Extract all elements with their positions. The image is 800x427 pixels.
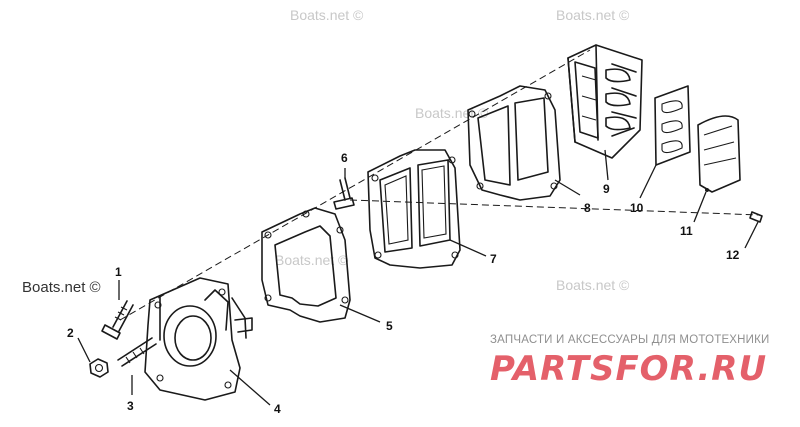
watermark-top-left: Boats.net © bbox=[290, 7, 364, 23]
watermark-middle-right: Boats.net © bbox=[556, 277, 630, 293]
callout-10: 10 bbox=[630, 201, 644, 215]
callout-4: 4 bbox=[274, 402, 281, 416]
part-8-gasket bbox=[467, 85, 561, 201]
part-4-manifold bbox=[144, 277, 253, 401]
part-9-reed-block bbox=[567, 44, 643, 159]
part-5-gasket bbox=[261, 207, 351, 323]
callout-7: 7 bbox=[490, 252, 497, 266]
part-3-stud bbox=[117, 337, 157, 367]
callout-11: 11 bbox=[680, 224, 693, 238]
part-1-screw bbox=[101, 300, 134, 340]
part-12-screw bbox=[749, 211, 763, 223]
callout-3: 3 bbox=[127, 399, 134, 413]
watermark-top-right: Boats.net © bbox=[556, 7, 630, 23]
watermark-middle-left: Boats.net © bbox=[22, 279, 101, 296]
partsfor-logo: ЗАПЧАСТИ И АКСЕССУАРЫ ДЛЯ МОТОТЕХНИКИ PA… bbox=[490, 334, 770, 389]
brand-name: PARTSFOR.RU bbox=[490, 349, 767, 389]
assembly-axis-upper bbox=[119, 49, 591, 321]
callout-2: 2 bbox=[67, 326, 74, 340]
watermark-middle-center: Boats.net © bbox=[275, 252, 349, 268]
callout-6: 6 bbox=[341, 151, 348, 165]
part-2-nut bbox=[89, 358, 109, 378]
callout-12: 12 bbox=[726, 248, 740, 262]
part-10-reeds bbox=[654, 85, 691, 166]
callout-8: 8 bbox=[584, 201, 591, 215]
callout-1: 1 bbox=[115, 265, 122, 279]
callout-9: 9 bbox=[603, 182, 610, 196]
part-6-screw bbox=[333, 177, 355, 210]
part-7-spacer-plate bbox=[367, 149, 461, 269]
leader-lines bbox=[77, 149, 759, 406]
brand-subtitle: ЗАПЧАСТИ И АКСЕССУАРЫ ДЛЯ МОТОТЕХНИКИ bbox=[490, 334, 770, 346]
callout-5: 5 bbox=[386, 319, 393, 333]
part-11-reed-stop bbox=[697, 115, 741, 193]
